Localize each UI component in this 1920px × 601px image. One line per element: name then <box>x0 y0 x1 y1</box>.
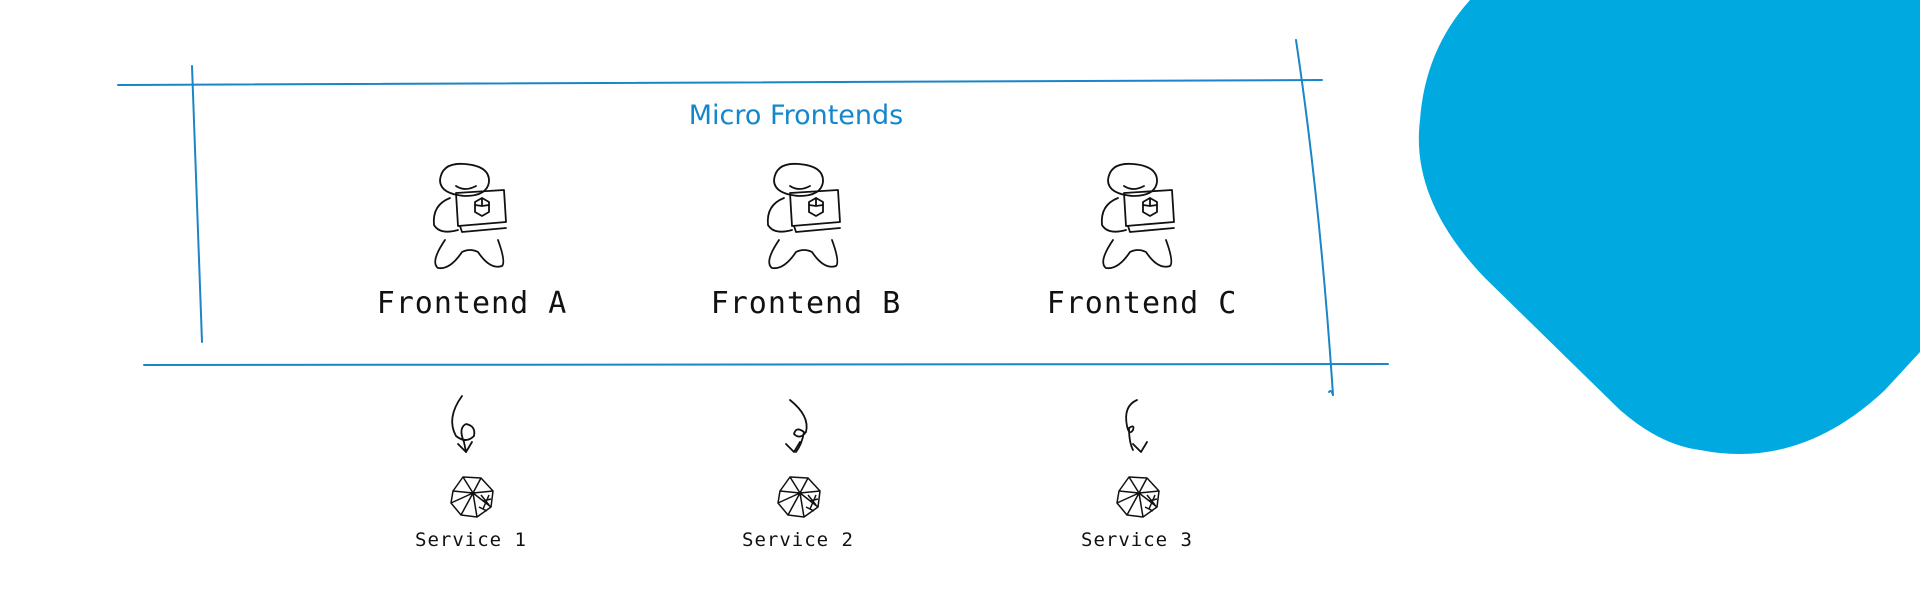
curly-arrow-down-icon <box>785 399 808 453</box>
curly-arrow-down-icon <box>1125 399 1148 453</box>
service-polyhedron-icon <box>450 476 494 518</box>
service-icons-group <box>450 476 1160 518</box>
frontend-icons-group <box>432 162 1175 270</box>
developer-with-laptop-icon <box>766 162 841 270</box>
frontend-b-label: Frontend B <box>710 286 902 321</box>
developer-with-laptop-icon <box>1100 162 1175 270</box>
diagram-title: Micro Frontends <box>688 100 904 131</box>
service-3-label: Service 3 <box>1081 529 1193 551</box>
developer-with-laptop-icon <box>432 162 507 270</box>
frontend-c-label: Frontend C <box>1046 286 1238 321</box>
frontend-a-label: Frontend A <box>376 286 568 321</box>
service-polyhedron-icon <box>1116 476 1160 518</box>
flow-arrows-group <box>451 395 1148 453</box>
service-1-label: Service 1 <box>415 529 527 551</box>
service-2-label: Service 2 <box>742 529 854 551</box>
service-polyhedron-icon <box>777 476 821 518</box>
curly-arrow-down-icon <box>451 395 476 453</box>
micro-frontends-frame <box>117 39 1389 396</box>
decorative-blob <box>1418 0 1920 454</box>
